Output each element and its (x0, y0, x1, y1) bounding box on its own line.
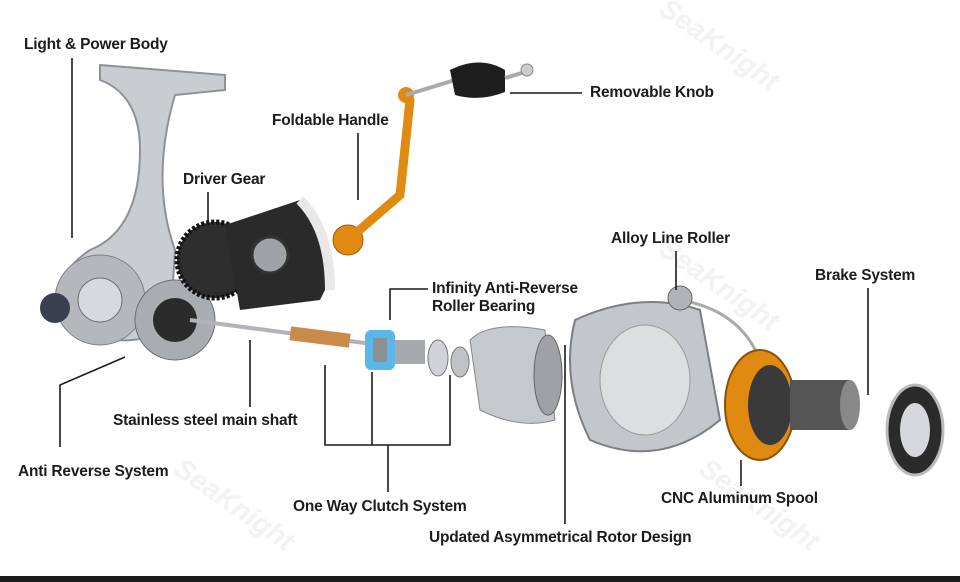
driver-gear (174, 196, 335, 310)
label-roller-bearing: Roller Bearing (432, 298, 536, 315)
label-rotor-design: Updated Asymmetrical Rotor Design (429, 529, 692, 546)
label-light-power-body: Light & Power Body (24, 36, 168, 53)
pinion-gear (289, 326, 351, 348)
label-one-way-clutch: One Way Clutch System (293, 498, 467, 515)
rotor-housing (469, 326, 563, 424)
label-brake-system: Brake System (815, 267, 916, 284)
line-roller (667, 285, 693, 311)
spool (724, 349, 860, 461)
handle (332, 62, 534, 256)
leader-lines (59, 58, 869, 524)
rotor (569, 285, 762, 453)
reel-body (40, 63, 226, 361)
bottom-bar (0, 576, 960, 582)
brake-knob (885, 383, 945, 477)
label-foldable-handle: Foldable Handle (272, 112, 389, 129)
knob (450, 62, 505, 98)
main-shaft (189, 318, 381, 347)
label-alloy-line-roller: Alloy Line Roller (611, 230, 730, 247)
label-cnc-spool: CNC Aluminum Spool (661, 490, 818, 507)
label-anti-reverse-system: Anti Reverse System (18, 463, 169, 480)
anti-reverse-knob (40, 293, 70, 323)
label-infinity-anti-reverse: Infinity Anti-Reverse (432, 280, 578, 297)
label-main-shaft: Stainless steel main shaft (113, 412, 298, 429)
label-driver-gear: Driver Gear (183, 171, 266, 188)
label-removable-knob: Removable Knob (590, 84, 714, 101)
roller-bearing (365, 330, 470, 378)
